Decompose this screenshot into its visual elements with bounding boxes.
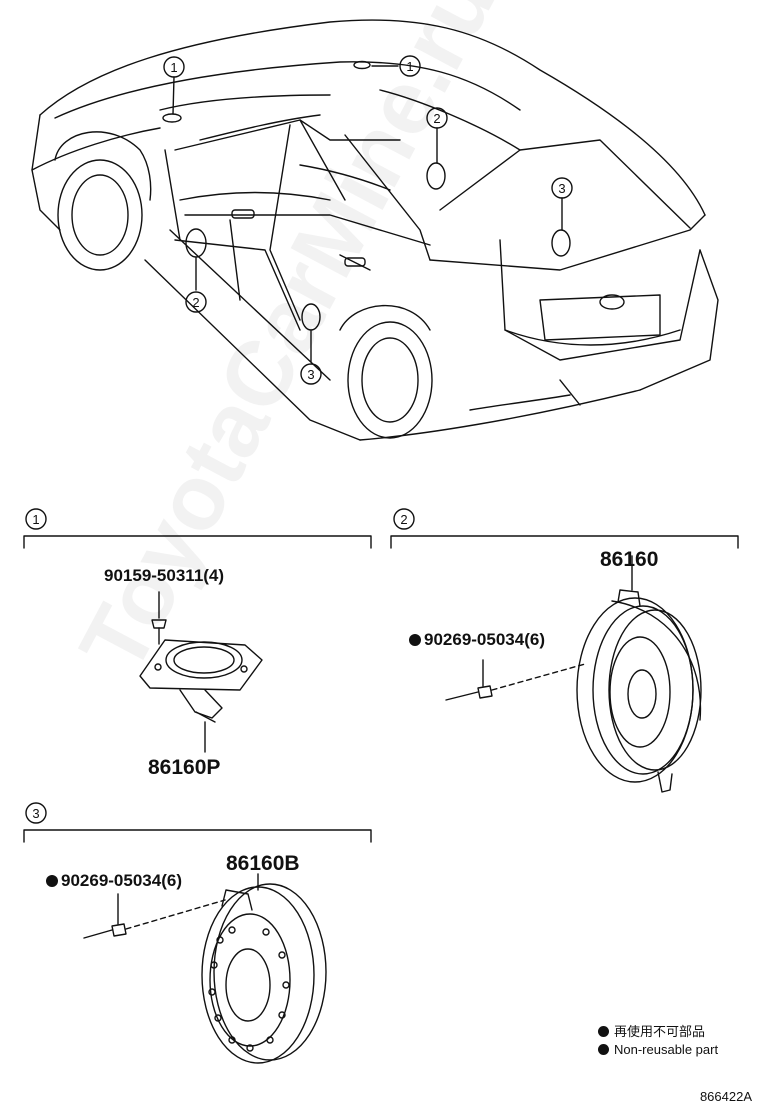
section-2-frame [390, 508, 739, 549]
car-callout-1b: 1 [406, 59, 413, 74]
section-1-number: 1 [32, 512, 39, 527]
section-3-frame [23, 802, 372, 843]
front-speaker-part-number: 86160 [600, 548, 659, 571]
filled-circle-icon [46, 875, 58, 887]
car-callout-2a: 2 [433, 111, 440, 126]
filled-circle-icon [598, 1044, 609, 1055]
legend-text-english: Non-reusable part [614, 1042, 719, 1057]
tweeter-part-number: 86160P [148, 756, 221, 779]
front-fastener-part-number: 90269-05034(6) [424, 630, 545, 649]
section-2-number: 2 [400, 512, 407, 527]
subwoofer-86160B-drawing [83, 873, 327, 1064]
legend-line-japanese: 再使用不可部品 [598, 1021, 705, 1040]
car-callout-3a: 3 [558, 181, 565, 196]
speaker-86160-drawing [445, 555, 702, 793]
figure-id: 866422A [699, 1089, 752, 1104]
legend-line-english: Non-reusable part [598, 1042, 718, 1057]
section-1-frame [23, 508, 372, 549]
rear-speaker-part-number: 86160B [226, 852, 300, 875]
section-3-number: 3 [32, 806, 39, 821]
car-illustration [31, 19, 719, 441]
callout-numbers: 1 1 2 2 3 3 1 2 3 [32, 59, 565, 821]
filled-circle-icon [598, 1026, 609, 1037]
filled-circle-icon [409, 634, 421, 646]
car-callout-3b: 3 [307, 367, 314, 382]
tweeter-86160P-drawing [139, 591, 263, 753]
screw-part-number: 90159-50311(4) [104, 566, 225, 585]
car-callouts [163, 55, 573, 385]
rear-fastener-part-number: 90269-05034(6) [61, 871, 182, 890]
legend-text-japanese: 再使用不可部品 [614, 1024, 706, 1039]
car-callout-2b: 2 [192, 295, 199, 310]
car-callout-1a: 1 [170, 60, 177, 75]
